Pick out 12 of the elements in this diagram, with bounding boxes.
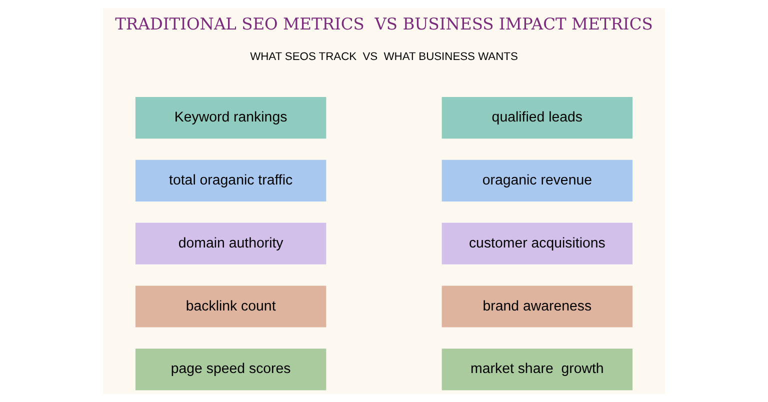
node-box: market share growth [442,348,633,390]
node-box: page speed scores [135,348,326,390]
diagram-title: TRADITIONAL SEO METRICS VS BUSINESS IMPACT METRICS [115,14,653,34]
node-box: total oraganic traffic [135,160,326,202]
node-box: oraganic revenue [442,160,633,202]
node-box: qualified leads [442,97,633,139]
node-box: backlink count [135,286,326,328]
label: WHAT SEOS TRACK VS WHAT BUSINESS WANTS [250,50,518,63]
node-box: Keyword rankings [135,97,326,139]
node-box: domain authority [135,222,326,264]
node-box: customer acquisitions [442,222,633,264]
node-box: brand awareness [442,286,633,328]
